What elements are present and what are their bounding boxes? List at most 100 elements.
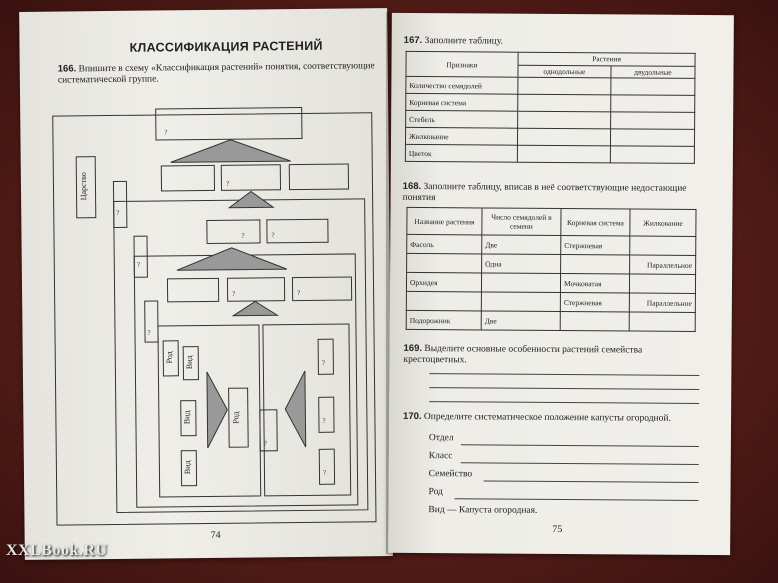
table-cell: Подорожник xyxy=(406,310,482,330)
unknown-mark: ? xyxy=(322,416,326,425)
field-label-division: Отдел xyxy=(428,433,454,444)
table-cell xyxy=(610,77,695,96)
species-box xyxy=(318,448,336,485)
scheme-vertical-box xyxy=(144,300,159,343)
page-number: 75 xyxy=(552,523,563,536)
table-cell: Две xyxy=(481,310,561,331)
table-header: Число семядолей в семени xyxy=(481,207,562,236)
answer-line xyxy=(460,462,699,465)
unknown-mark: ? xyxy=(297,289,301,298)
kingdom-label: Царство xyxy=(78,172,89,201)
scheme-top-box xyxy=(155,106,303,141)
genus-label: Род xyxy=(164,351,174,364)
right-page: 167. Заполните таблицу. Признаки Растени… xyxy=(388,12,734,556)
answer-line xyxy=(429,401,700,404)
table-cell xyxy=(560,311,630,331)
task-text: Выделите основные особенности растений с… xyxy=(403,344,643,366)
table-cell xyxy=(610,128,695,147)
table-cell xyxy=(517,77,611,95)
table-cell xyxy=(629,235,696,256)
answer-line xyxy=(454,498,699,501)
task-number: 167. xyxy=(403,34,423,47)
table-row-label: Количество семядолей xyxy=(405,76,518,95)
species-box xyxy=(317,338,334,375)
table-cell xyxy=(481,291,561,312)
table-cell: Стержневая xyxy=(560,235,630,255)
unknown-mark: ? xyxy=(321,358,325,367)
unknown-mark: ? xyxy=(232,289,236,298)
field-label-genus: Род xyxy=(428,487,443,498)
table-cell: Орхидея xyxy=(406,272,482,292)
task-168: 168. Заполните таблицу, вписав в неё соо… xyxy=(403,181,713,206)
task-170: 170. Определите систематическое положени… xyxy=(403,411,713,425)
task-text: Заполните таблицу, вписав в неё соответс… xyxy=(402,182,687,204)
table-cell xyxy=(517,128,611,146)
table-cell: Параллельное xyxy=(629,254,696,275)
field-label-species: Вид — Капуста огородная. xyxy=(428,505,538,516)
header-di: двудольные xyxy=(610,65,696,79)
table-row-label: Корневая система xyxy=(405,93,518,112)
page-number: 74 xyxy=(210,529,221,541)
task-text: Впишите в схему «Классификация растений»… xyxy=(57,61,375,86)
answer-line xyxy=(429,387,700,390)
table-cell: Параллельное xyxy=(629,292,696,313)
task-169: 169. Выделите основные особенности расте… xyxy=(403,343,703,368)
task-number: 168. xyxy=(402,180,422,193)
unknown-mark: ? xyxy=(322,468,327,477)
table-cell: Стержневая xyxy=(560,292,630,312)
division-arrow-1 xyxy=(170,139,291,163)
answer-line xyxy=(429,373,700,376)
watermark: XXLBook.RU xyxy=(6,542,108,559)
unknown-mark: ? xyxy=(147,328,151,337)
scheme-box xyxy=(226,277,286,302)
table-cell xyxy=(406,291,482,311)
scheme-box xyxy=(166,277,220,303)
scheme-box xyxy=(288,163,350,191)
species-box xyxy=(318,396,335,433)
answer-line xyxy=(460,444,699,447)
unknown-mark: ? xyxy=(164,128,168,137)
table-167: Признаки Растения однодольные двудольные… xyxy=(405,51,696,164)
table-cell xyxy=(481,272,561,293)
table-header: Название растения xyxy=(406,207,483,235)
scheme-box xyxy=(206,219,261,244)
table-cell xyxy=(610,145,695,164)
table-cell xyxy=(517,145,611,163)
page-title: КЛАССИФИКАЦИЯ РАСТЕНИЙ xyxy=(129,38,323,55)
table-row-label: Жилкование xyxy=(405,127,518,146)
scheme-box xyxy=(291,276,353,302)
field-label-class: Класс xyxy=(428,451,453,462)
task-number: 169. xyxy=(403,342,423,355)
scheme-box xyxy=(266,218,329,244)
table-cell: Одна xyxy=(481,253,561,274)
table-cell xyxy=(610,94,695,113)
table-row-label: Стебель xyxy=(405,110,518,129)
table-cell xyxy=(629,311,696,332)
table-header: Жилкование xyxy=(629,208,697,237)
header-mono: однодольные xyxy=(517,64,611,78)
table-cell xyxy=(406,253,482,273)
order-arrow xyxy=(176,247,288,271)
task-number: 170. xyxy=(403,410,422,423)
scheme-box xyxy=(160,164,216,192)
table-cell xyxy=(629,273,696,294)
unknown-mark: ? xyxy=(271,231,275,240)
family-arrow xyxy=(231,300,280,317)
table-cell xyxy=(560,254,630,274)
class-arrow xyxy=(227,190,275,209)
table-cell xyxy=(610,111,695,130)
table-row-label: Цветок xyxy=(405,144,518,163)
task-text: Заполните таблицу. xyxy=(424,36,503,47)
task-text: Определите систематическое положение кап… xyxy=(423,412,671,424)
table-header: Корневая система xyxy=(560,208,631,236)
left-page: КЛАССИФИКАЦИЯ РАСТЕНИЙ 166. Впишите в сх… xyxy=(19,8,393,560)
species-label: Вид xyxy=(182,410,192,425)
genus-arrow-left xyxy=(206,371,228,449)
table-cell: Мочковатая xyxy=(560,273,630,293)
scheme-box xyxy=(220,164,282,191)
table-168: Название растения Число семядолей в семе… xyxy=(406,207,697,332)
unknown-mark: ? xyxy=(241,231,245,240)
species-label: Вид xyxy=(184,355,194,370)
header-signs: Признаки xyxy=(405,51,519,78)
table-cell: Две xyxy=(481,234,561,255)
